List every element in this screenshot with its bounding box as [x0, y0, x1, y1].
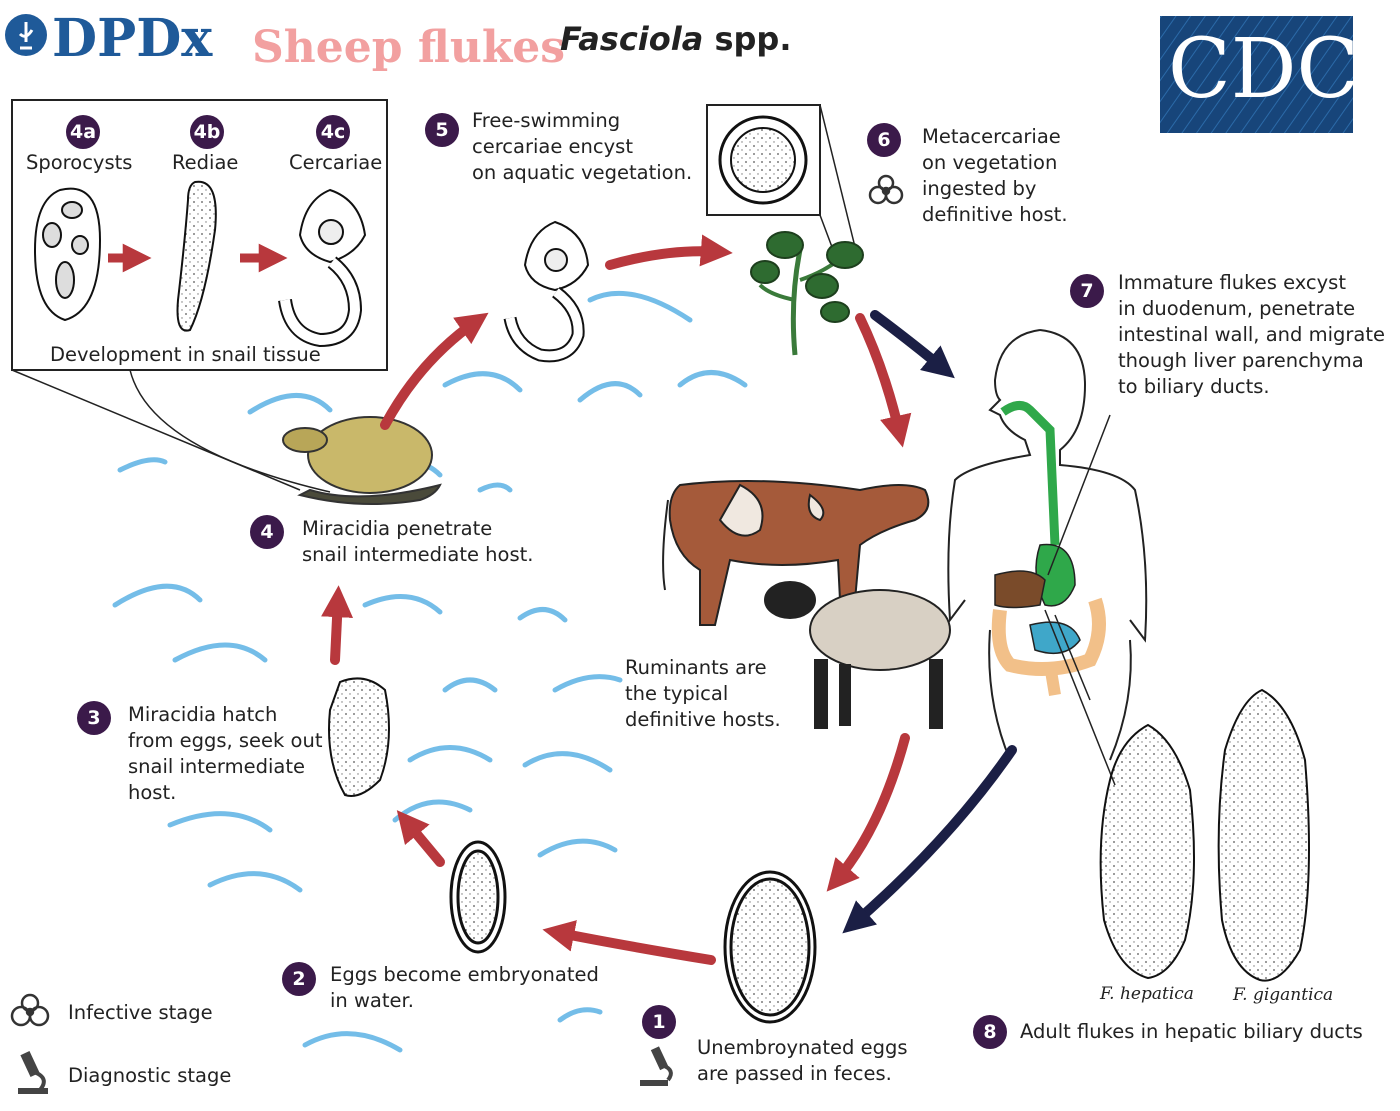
common-name-title: Sheep flukes	[252, 22, 566, 73]
water-waves	[112, 290, 748, 1053]
stage-3-line-3: snail intermediate	[128, 755, 305, 778]
stage-1-badge: 1	[642, 1005, 676, 1039]
stage-5-text: Free-swimming cercariae encyst on aquati…	[472, 108, 692, 186]
stage-3-line-2: from eggs, seek out	[128, 729, 323, 752]
stage-7-line-4: though liver parenchyma	[1118, 349, 1364, 372]
arrow-3-to-4	[321, 585, 354, 665]
stage-1-text: Unembroynated eggs are passed in feces.	[697, 1035, 908, 1087]
ruminants-line-2: the typical	[625, 682, 729, 705]
cdc-logo-text: CDC	[1168, 22, 1360, 117]
stage-7-line-1: Immature flukes excyst	[1118, 271, 1346, 294]
stage-7-line-5: to biliary ducts.	[1118, 375, 1270, 398]
arrow-ruminants-to-1	[826, 733, 910, 892]
digestive-tract-drawing	[991, 401, 1106, 696]
adult-fluke-hepatica-drawing	[1099, 723, 1195, 980]
embryonated-egg-drawing	[449, 840, 507, 954]
stage-1-line-2: are passed in feces.	[697, 1062, 892, 1085]
stage-7-line-3: intestinal wall, and migrate	[1118, 323, 1385, 346]
arrow-2-to-3	[396, 810, 445, 867]
stage-2-badge: 2	[282, 962, 316, 996]
human-outline-drawing	[947, 329, 1148, 761]
biohazard-icon-stage-6	[868, 174, 904, 205]
species-label-gigantica: F. gigantica	[1233, 985, 1334, 1005]
life-cycle-arrows	[321, 234, 1017, 965]
stage-6-line-2: on vegetation	[922, 151, 1058, 174]
stage-4a-label: Sporocysts	[26, 151, 133, 174]
stage-3-line-1: Miracidia hatch	[128, 703, 278, 726]
scientific-name-title: Fasciola spp.	[560, 20, 791, 58]
arrow-4-to-5	[380, 312, 489, 430]
biohazard-icon-legend	[10, 993, 50, 1027]
microscope-icon-legend	[18, 1051, 48, 1094]
cdc-logo	[1160, 16, 1353, 133]
stage-7-pointer-line	[1047, 414, 1111, 576]
stage-8-badge: 8	[973, 1015, 1007, 1049]
stage-4b-badge: 4b	[190, 115, 224, 149]
aquatic-plant-drawing	[750, 231, 864, 356]
metacercaria-inset	[706, 104, 858, 256]
redia-drawing	[176, 180, 217, 332]
stage-3-line-4: host.	[128, 781, 177, 804]
stage-2-line-1: Eggs become embryonated	[330, 963, 599, 986]
legend-infective-label: Infective stage	[68, 1001, 213, 1024]
stage-6-line-1: Metacercariae	[922, 125, 1061, 148]
arrow-6-to-human	[870, 310, 955, 379]
miracidium-drawing	[328, 677, 390, 797]
arrow-1-to-2	[542, 920, 716, 965]
ruminants-line-3: definitive hosts.	[625, 708, 781, 731]
stage-8-label: Adult flukes in hepatic biliary ducts	[1020, 1020, 1363, 1043]
arrow-6-to-ruminants	[855, 313, 912, 448]
unembryonated-egg-drawing	[723, 870, 817, 1024]
ruminants-line-1: Ruminants are	[625, 656, 767, 679]
genus-suffix: spp.	[703, 20, 792, 58]
arrow-human-to-1	[842, 745, 1017, 934]
stage-2-line-2: in water.	[330, 989, 414, 1012]
arrow-5-to-6	[605, 234, 733, 270]
stage-4-line-1: Miracidia penetrate	[302, 517, 493, 540]
stage-6-badge: 6	[867, 123, 901, 157]
ruminants-text: Ruminants are the typical definitive hos…	[625, 655, 781, 733]
stage-6-line-3: ingested by	[922, 177, 1037, 200]
stage-5-line-3: on aquatic vegetation.	[472, 161, 693, 184]
stage-7-text: Immature flukes excyst in duodenum, pene…	[1118, 270, 1385, 400]
sheep-drawing	[764, 581, 951, 729]
stage-4c-badge: 4c	[316, 115, 350, 149]
species-label-hepatica: F. hepatica	[1100, 984, 1194, 1004]
snail-drawing	[282, 416, 442, 505]
stage-6-line-4: definitive host.	[922, 203, 1068, 226]
cow-drawing	[662, 480, 930, 626]
snail-box-caption: Development in snail tissue	[50, 343, 321, 366]
stage-5-badge: 5	[425, 113, 459, 147]
stage-4c-label: Cercariae	[289, 151, 383, 174]
stage-8-pointer-line-2	[1054, 614, 1091, 701]
stage-4b-label: Rediae	[172, 151, 239, 174]
stage-4-line-2: snail intermediate host.	[302, 543, 534, 566]
legend-diagnostic-label: Diagnostic stage	[68, 1064, 232, 1087]
cercaria-drawing	[278, 188, 367, 348]
genus-name: Fasciola	[560, 20, 704, 58]
stage-4-badge: 4	[250, 515, 284, 549]
dpdx-logo-mark	[5, 14, 47, 56]
sporocyst-drawing	[33, 187, 102, 322]
stage-7-line-2: in duodenum, penetrate	[1118, 297, 1356, 320]
stage-7-badge: 7	[1070, 274, 1104, 308]
stage-5-line-2: cercariae encyst	[472, 135, 633, 158]
stage-8-pointer-line-1	[1044, 609, 1116, 786]
microscope-icon-stage-1	[640, 1046, 673, 1086]
free-cercaria-drawing	[503, 220, 590, 363]
stage-4a-badge: 4a	[66, 115, 100, 149]
stage-6-text: Metacercariae on vegetation ingested by …	[922, 124, 1068, 228]
stage-2-text: Eggs become embryonated in water.	[330, 962, 599, 1014]
adult-fluke-gigantica-drawing	[1217, 688, 1310, 982]
stage-5-line-1: Free-swimming	[472, 109, 621, 132]
stage-4-text: Miracidia penetrate snail intermediate h…	[302, 516, 533, 568]
stage-1-line-1: Unembroynated eggs	[697, 1036, 908, 1059]
stage-3-text: Miracidia hatch from eggs, seek out snai…	[128, 702, 322, 806]
dpdx-logo-text: DPDx	[52, 8, 213, 69]
stage-3-badge: 3	[77, 701, 111, 735]
